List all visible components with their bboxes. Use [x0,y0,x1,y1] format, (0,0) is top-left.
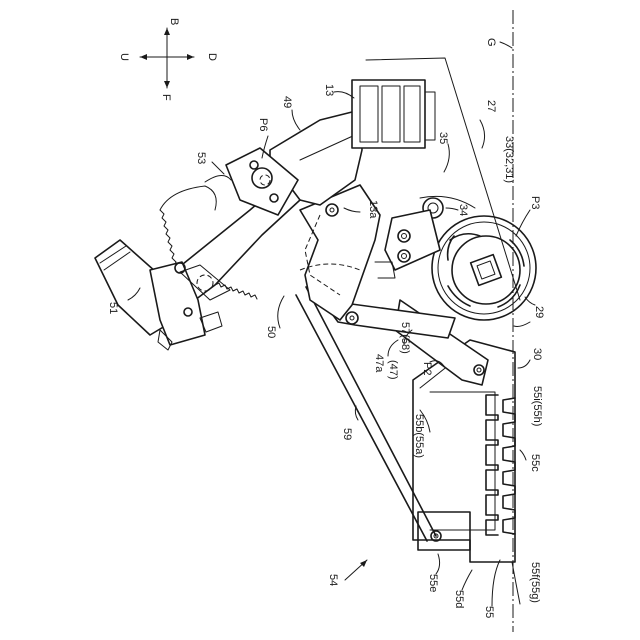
label-55: 55 [483,606,495,618]
label-13a: 13a [367,200,379,219]
floor-line-g [500,10,513,632]
label-47a: 47a [373,354,385,373]
label-54: 54 [327,574,339,586]
label-p6: P6 [257,118,269,131]
recliner-p3 [420,196,536,320]
label-p3: P3 [529,196,541,209]
label-59: 59 [341,428,353,440]
label-27: 27 [485,100,497,112]
label-57: 57(58) [399,322,411,354]
label-49: 49 [281,96,293,108]
label-55i: 55i(55h) [531,386,543,426]
direction-b: B [168,18,180,25]
direction-f: F [160,94,172,101]
label-51: 51 [107,302,119,314]
label-35: 35 [437,132,449,144]
label-p2: P2 [421,362,433,375]
label-55c: 55c [529,454,541,472]
direction-u: U [118,53,130,61]
frame-13 [352,58,520,300]
label-55b: 55b(55a) [413,414,425,458]
label-55d: 55d [453,590,465,608]
label-55f: 55f(55g) [529,562,541,603]
label-13: 13 [323,84,335,96]
direction-d: D [206,53,218,61]
plate-34 [375,210,440,278]
label-33: 33(32,31) [503,136,515,183]
label-34: 34 [457,204,469,216]
label-50: 50 [265,326,277,338]
label-g: G [485,38,497,47]
direction-indicator: B F U D [118,18,218,101]
label-53: 53 [195,152,207,164]
label-30: 30 [531,348,543,360]
label-29: 29 [533,306,545,318]
label-55e: 55e [427,574,439,592]
label-47: (47) [387,360,399,380]
